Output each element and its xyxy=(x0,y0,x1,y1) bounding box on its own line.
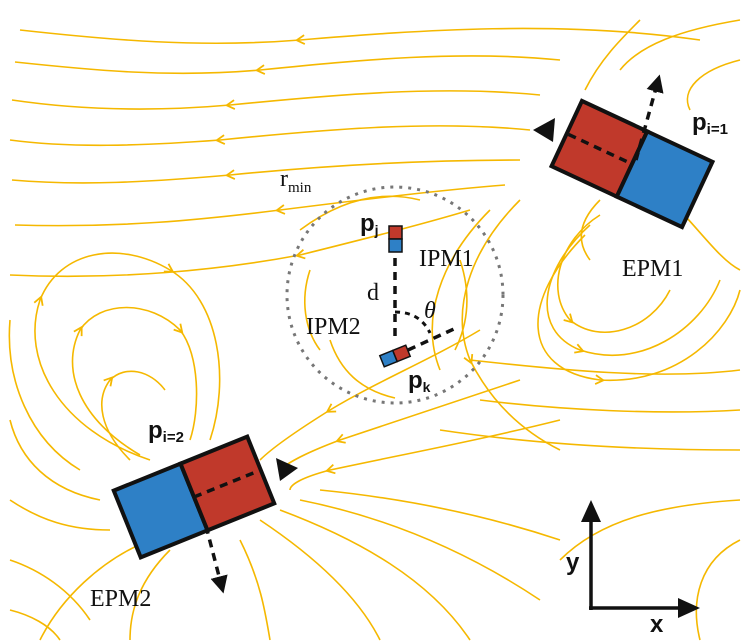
field-line xyxy=(39,539,151,641)
field-line xyxy=(101,370,166,461)
epm1-side-arrow xyxy=(533,118,555,142)
coordinate-axes xyxy=(581,500,700,618)
field-line xyxy=(546,224,721,356)
distance-label: d xyxy=(367,280,379,306)
field-line xyxy=(71,306,198,456)
field-line xyxy=(461,199,561,451)
field-line xyxy=(19,27,701,45)
field-line xyxy=(14,55,561,75)
ipm-k-magnet xyxy=(378,344,412,368)
p-i2-label: pi=2 xyxy=(148,417,184,446)
field-line xyxy=(299,195,421,231)
field-line xyxy=(584,19,641,91)
field-line xyxy=(279,509,471,641)
field-line xyxy=(289,419,561,491)
epm2-magnet xyxy=(111,434,277,560)
field-line xyxy=(469,359,741,375)
ipm1-label: IPM1 xyxy=(419,246,474,272)
field-line xyxy=(33,252,221,461)
epm1-magnet xyxy=(548,98,716,230)
p-k-label: pk xyxy=(408,367,431,395)
axis-x-label: x xyxy=(650,611,664,638)
theta-label: θ xyxy=(424,298,436,324)
field-line xyxy=(259,519,381,641)
ipm2-label: IPM2 xyxy=(306,314,361,340)
field-line xyxy=(686,59,741,111)
field-line xyxy=(619,19,741,71)
theta-ref-line xyxy=(407,326,457,352)
field-line xyxy=(9,609,61,641)
field-line xyxy=(9,419,101,501)
p-j-label: pj xyxy=(360,210,379,238)
field-line xyxy=(279,379,521,471)
field-line xyxy=(129,549,171,641)
field-line xyxy=(9,559,91,621)
field-line xyxy=(537,234,741,385)
axis-y-label: y xyxy=(566,549,580,576)
theta-arc xyxy=(394,310,432,334)
ipm-j-magnet xyxy=(388,225,403,253)
field-line xyxy=(11,159,521,184)
field-line xyxy=(559,499,741,561)
epm1-moment-arrow xyxy=(634,74,664,161)
p-i1-label: pi=1 xyxy=(692,109,728,138)
field-line xyxy=(329,339,396,399)
field-line xyxy=(8,319,81,471)
field-line xyxy=(11,90,541,110)
field-line xyxy=(431,209,491,371)
field-line xyxy=(454,259,468,351)
epm2-moment-arrow xyxy=(204,525,228,594)
field-line xyxy=(695,539,741,641)
field-line xyxy=(304,269,321,351)
field-line xyxy=(14,184,506,227)
epm1-label: EPM1 xyxy=(622,256,683,282)
field-line xyxy=(9,499,111,531)
field-line xyxy=(239,539,271,641)
field-line xyxy=(259,329,481,461)
r-min-label: rmin xyxy=(280,166,312,196)
field-line xyxy=(299,499,541,601)
field-line xyxy=(319,489,561,541)
field-streamlines xyxy=(8,19,741,641)
field-line xyxy=(439,429,741,451)
epm2-side-arrow xyxy=(276,458,298,481)
field-line xyxy=(580,199,601,261)
field-line xyxy=(556,214,671,334)
epm2-label: EPM2 xyxy=(90,586,151,612)
field-line xyxy=(9,125,531,147)
field-line xyxy=(479,399,741,413)
r-min-circle xyxy=(285,185,505,405)
